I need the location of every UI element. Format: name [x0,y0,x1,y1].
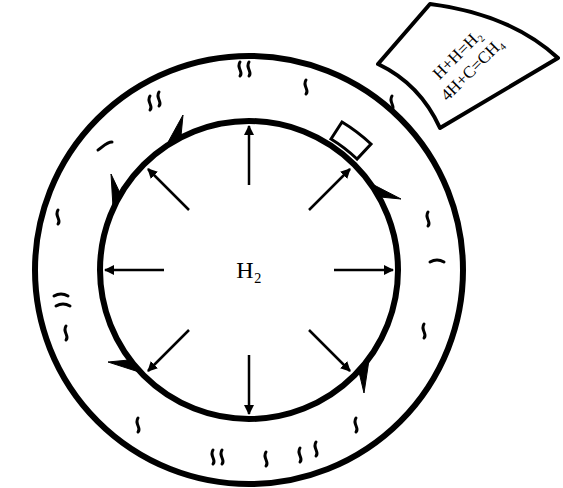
inner-pipe-circle-shape [100,121,398,419]
outer-wall [35,56,463,484]
zoom-callout: H+H=H₂4H+C=CH₄ [370,0,563,135]
zoom-callout-shape [378,4,558,128]
inner-pipe-circle: H₂ [97,118,401,422]
text-group: H₂ [236,255,262,285]
gas-label: H₂ [236,255,262,285]
cracks [54,62,444,466]
pressure-arrows [105,126,393,414]
